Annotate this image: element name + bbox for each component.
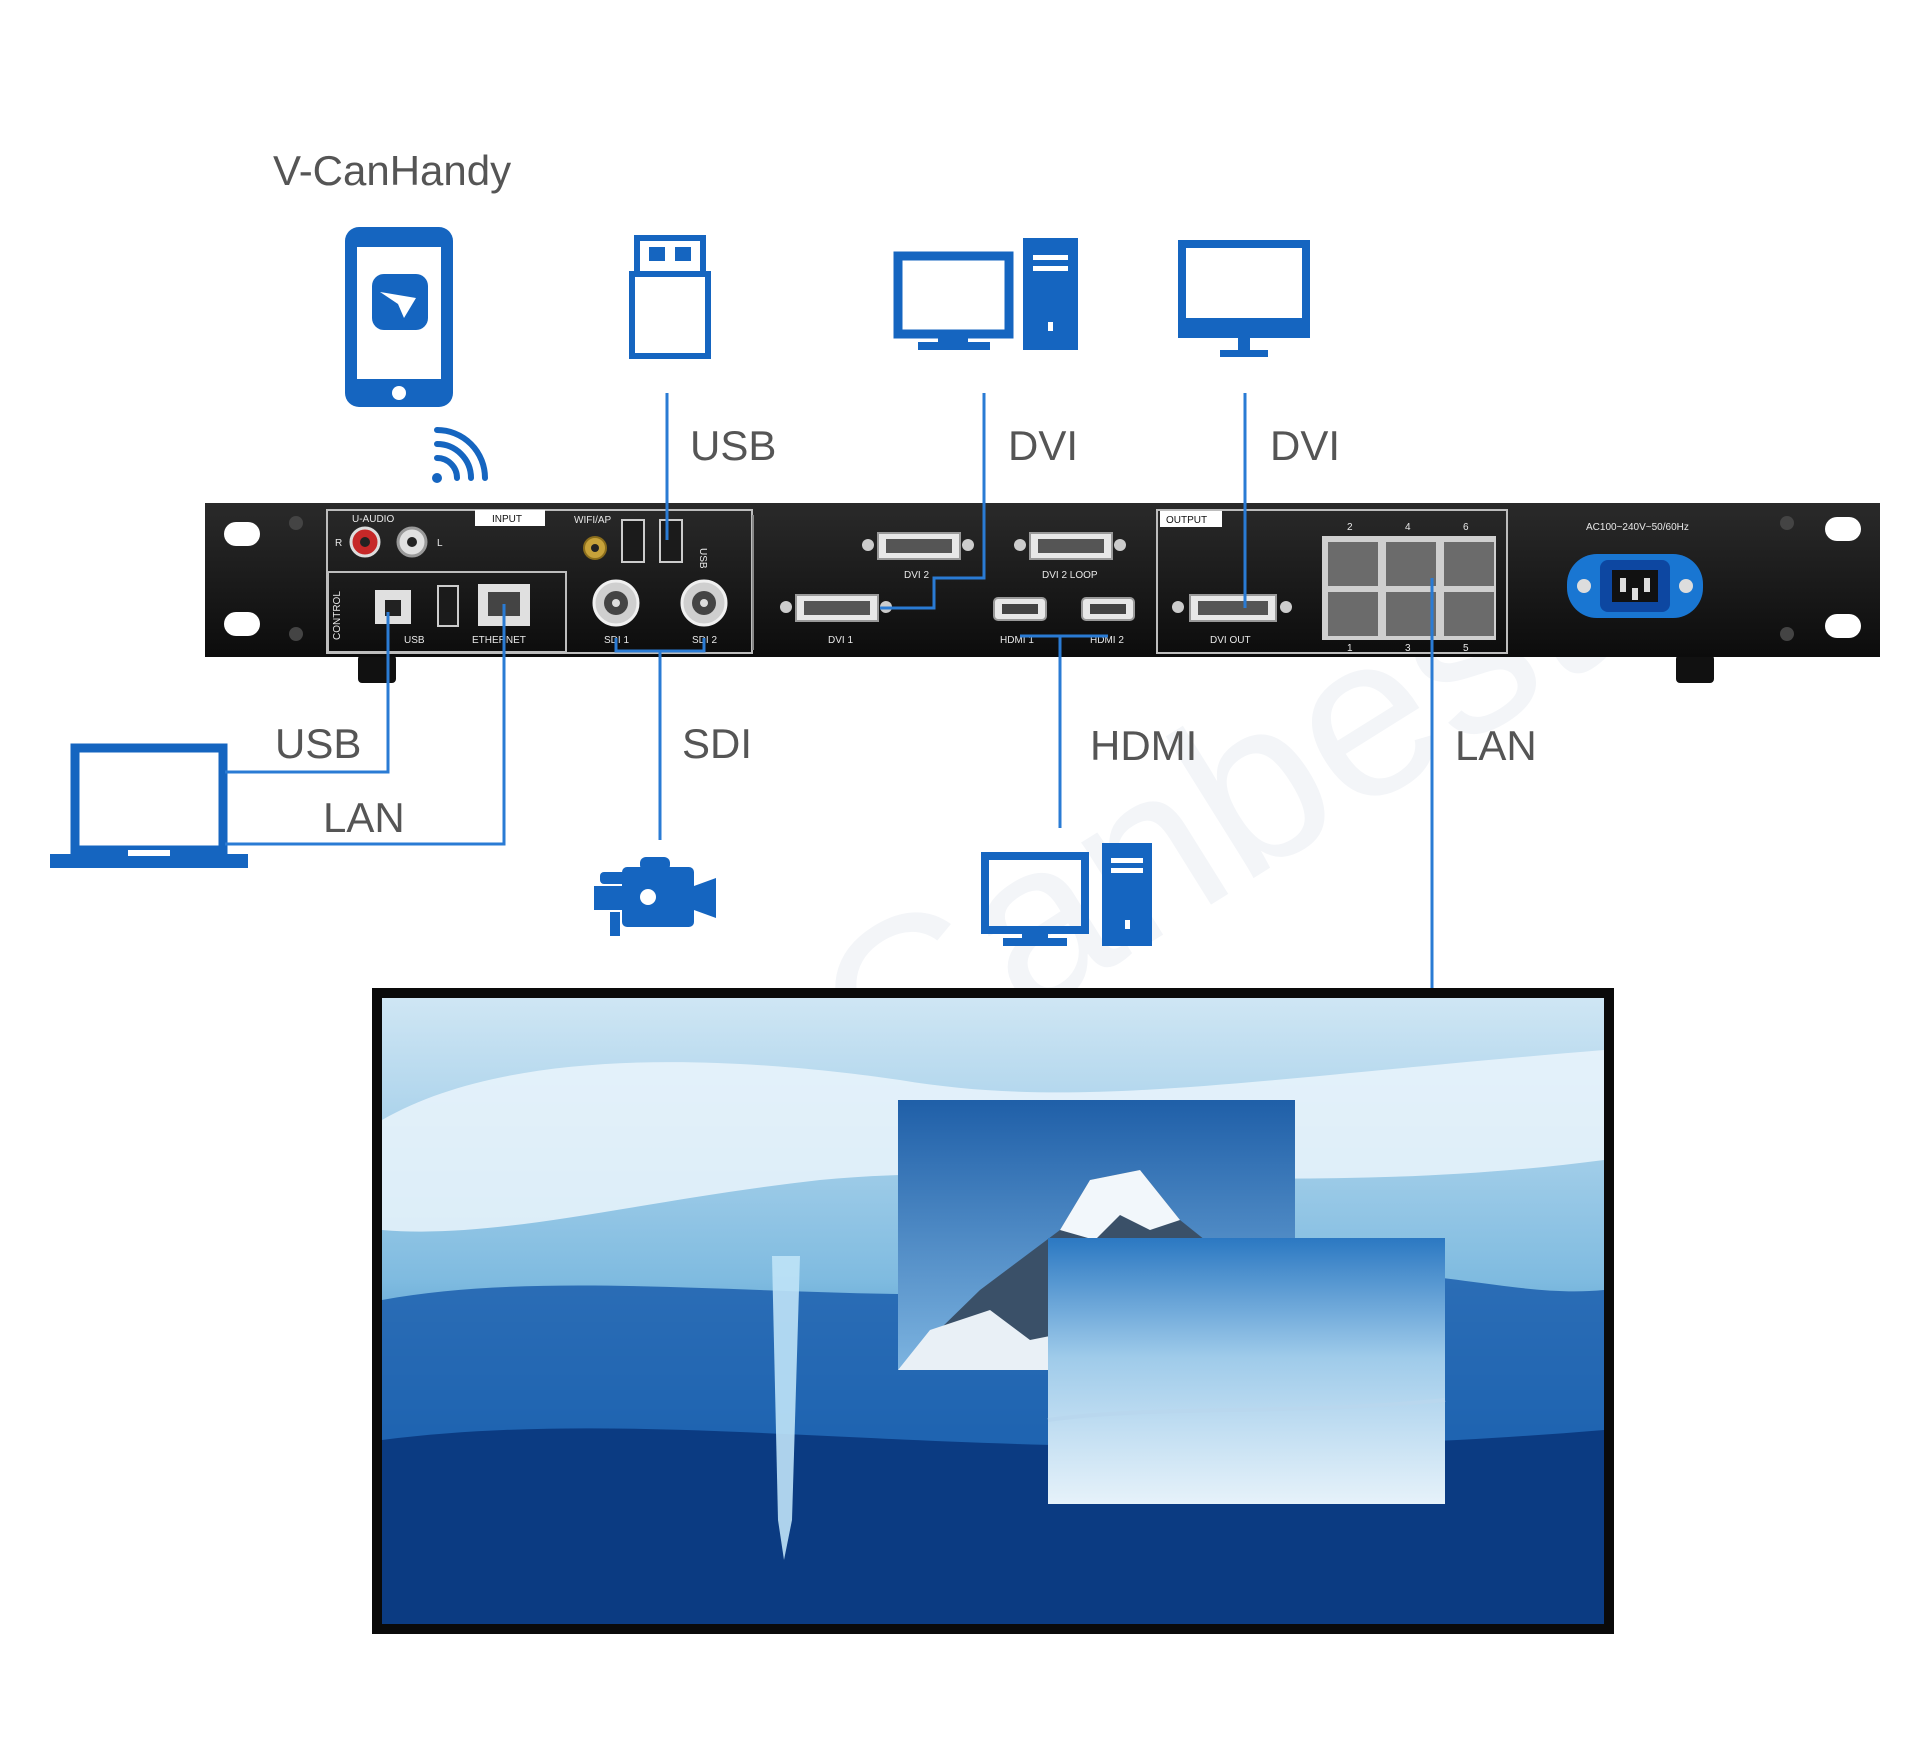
label-usb-control: USB	[275, 720, 361, 767]
panel-control: CONTROL	[332, 591, 343, 640]
usb-input-port-1	[621, 519, 645, 563]
video-camera-icon	[594, 857, 716, 936]
label-hdmi: HDMI	[1090, 722, 1197, 769]
connection-lines	[225, 393, 1434, 988]
dvi1-port	[780, 594, 892, 622]
panel-r: R	[335, 538, 342, 549]
sea-window	[1048, 1238, 1445, 1504]
label-lan-output: LAN	[1455, 722, 1537, 769]
panel-port-6: 6	[1463, 522, 1469, 533]
led-screen	[372, 988, 1614, 1634]
usb-input-port-2	[659, 519, 683, 563]
power-inlet	[1567, 554, 1703, 618]
panel-input-label: INPUT	[492, 514, 522, 525]
dvi-out-port	[1172, 594, 1292, 622]
label-dvi-output: DVI	[1270, 422, 1340, 469]
panel-port-4: 4	[1405, 522, 1411, 533]
panel-hdmi2: HDMI 2	[1090, 635, 1124, 646]
panel-dvi-out: DVI OUT	[1210, 635, 1251, 646]
panel-output-label: OUTPUT	[1166, 515, 1207, 526]
label-usb-input: USB	[690, 422, 776, 469]
panel-l: L	[437, 538, 443, 549]
lan-output-ports	[1322, 536, 1496, 640]
label-dvi-input: DVI	[1008, 422, 1078, 469]
desktop-pc-icon	[893, 238, 1078, 350]
panel-ethernet: ETHERNET	[472, 635, 526, 646]
panel-dvi2: DVI 2	[904, 570, 929, 581]
dvi2-loop-port	[1014, 532, 1126, 560]
panel-hdmi1: HDMI 1	[1000, 635, 1034, 646]
panel-dvi1: DVI 1	[828, 635, 853, 646]
panel-port-2: 2	[1347, 522, 1353, 533]
panel-usb-vertical: USB	[697, 548, 708, 569]
panel-dvi2-loop: DVI 2 LOOP	[1042, 570, 1098, 581]
panel-u-audio: U-AUDIO	[352, 514, 394, 525]
usb-a-port	[437, 585, 459, 627]
wifi-icon	[432, 427, 488, 483]
usb-stick-icon	[629, 235, 711, 359]
label-lan-control: LAN	[323, 794, 405, 841]
panel-usb-port: USB	[404, 635, 425, 646]
panel-wifi-ap: WIFI/AP	[574, 515, 612, 526]
panel-power: AC100~240V~50/60Hz	[1586, 522, 1689, 533]
panel-port-5: 5	[1463, 643, 1469, 654]
panel-port-3: 3	[1405, 643, 1411, 654]
desktop-pc-icon	[981, 843, 1152, 946]
monitor-icon	[1178, 240, 1310, 357]
panel-port-1: 1	[1347, 643, 1353, 654]
smartphone-icon	[345, 227, 453, 407]
label-sdi: SDI	[682, 720, 752, 767]
laptop-icon	[50, 743, 248, 868]
label-app: V-CanHandy	[273, 147, 511, 194]
video-processor-rear-panel: INPUT U-AUDIO R L WIFI/AP USB SDI 1 SDI …	[205, 503, 1880, 683]
dvi2-port	[862, 532, 974, 560]
